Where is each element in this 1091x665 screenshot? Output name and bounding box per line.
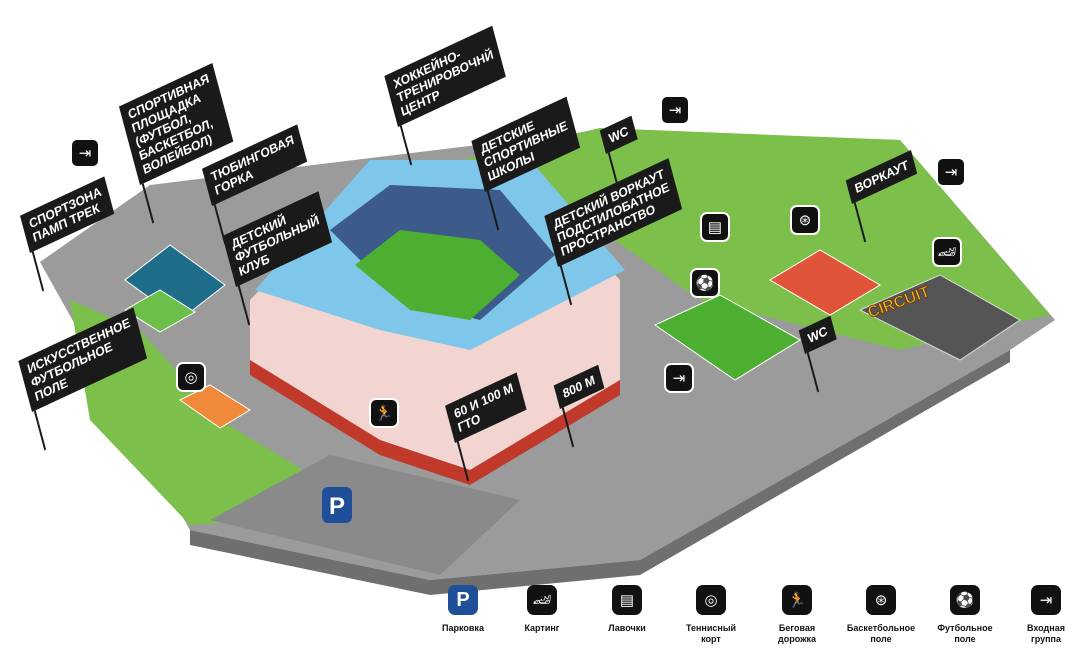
football-icon: ⚽	[690, 268, 720, 298]
mini-football-field	[124, 289, 196, 333]
basketball-icon: ⊛	[790, 205, 820, 235]
entrance-icon: ⇥	[660, 95, 690, 125]
tennis-icon: ◎	[696, 585, 726, 615]
legend-item-football: ⚽ Футбольное поле	[923, 585, 1007, 645]
entrance-icon: ⇥	[664, 363, 694, 393]
legend-label: Парковка	[442, 623, 484, 633]
legend-label: Картинг	[524, 623, 560, 633]
legend-item-tennis: ◎ Теннисный корт	[669, 585, 753, 645]
football-icon: ⚽	[950, 585, 980, 615]
entrance-icon: ⇥	[936, 157, 966, 187]
legend-item-basketball: ⊛ Баскетбольное поле	[839, 585, 923, 645]
stadium-base-red	[250, 360, 620, 485]
legend-item-parking: P Парковка	[421, 585, 505, 634]
legend-item-running: 🏃 Беговая дорожка	[755, 585, 839, 645]
running-icon: 🏃	[782, 585, 812, 615]
legend-item-benches: ▤ Лавочки	[585, 585, 669, 634]
tennis-icon: ◎	[176, 362, 206, 392]
legend-label: Футбольное поле	[937, 623, 993, 644]
legend-label: Баскетбольное поле	[846, 623, 916, 644]
karting-icon: 🏎	[932, 237, 962, 267]
bench-icon: ▤	[700, 212, 730, 242]
legend-label: Входная группа	[1027, 623, 1065, 644]
karting-track	[858, 274, 1021, 361]
basketball-courts-right	[769, 249, 881, 316]
legend-label: Лавочки	[608, 623, 646, 633]
stadium-pitch	[355, 230, 520, 320]
parking-lot	[210, 455, 520, 575]
running-icon: 🏃	[369, 398, 399, 428]
bench-icon: ▤	[612, 585, 642, 615]
legend-item-entrance: ⇥ Входная группа	[1004, 585, 1088, 645]
parking-sign	[322, 487, 352, 523]
entrance-icon: ⇥	[1031, 585, 1061, 615]
basketball-icon: ⊛	[866, 585, 896, 615]
entrance-icon: ⇥	[70, 138, 100, 168]
football-field-right	[653, 294, 801, 381]
karting-icon: 🏎	[527, 585, 557, 615]
legend-label: Беговая дорожка	[778, 623, 816, 644]
legend-label: Теннисный корт	[685, 623, 737, 644]
parking-sign-text: P	[329, 493, 345, 520]
parking-icon: P	[448, 585, 478, 615]
legend-item-karting: 🏎 Картинг	[500, 585, 584, 634]
